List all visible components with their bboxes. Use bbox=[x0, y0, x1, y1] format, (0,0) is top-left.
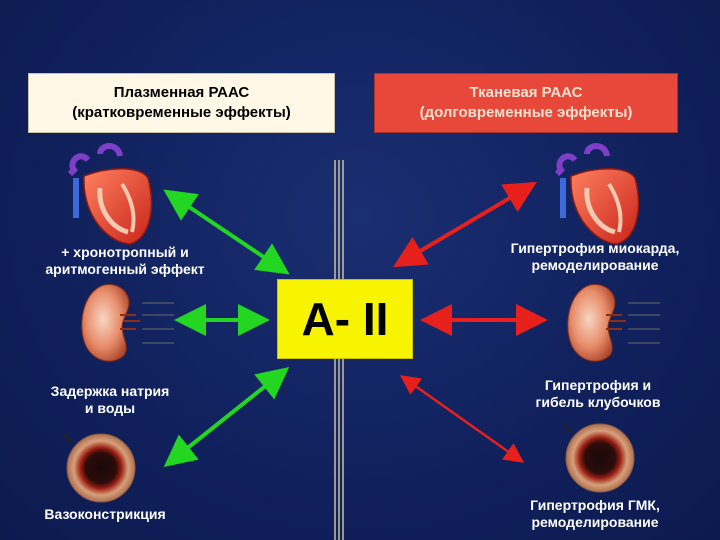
right-kidney-label: Гипертрофия и гибель клубочков bbox=[508, 377, 688, 411]
plasma-raas-subtitle: (кратковременные эффекты) bbox=[72, 104, 291, 121]
arrow-right-heart bbox=[393, 181, 537, 268]
arrow-left-heart bbox=[163, 189, 290, 275]
right-heart-label: Гипертрофия миокарда, ремоделирование bbox=[480, 240, 710, 274]
left-vessel-label-line1: Вазоконстрикция bbox=[44, 506, 166, 522]
vessel-icon bbox=[63, 433, 136, 503]
right-kidney-label-line2: гибель клубочков bbox=[535, 394, 661, 410]
kidney-icon bbox=[81, 284, 174, 362]
angiotensin-ii-label: A- II bbox=[301, 293, 389, 345]
left-heart-label: + хронотропный и аритмогенный эффект bbox=[30, 244, 220, 278]
right-heart-label-line1: Гипертрофия миокарда, bbox=[510, 240, 680, 256]
left-kidney-label-line1: Задержка натрия bbox=[50, 383, 170, 399]
vessel-icon bbox=[563, 423, 635, 493]
left-heart-label-line1: + хронотропный и bbox=[61, 244, 189, 260]
tissue-raas-box: Тканевая РААС (долговременные эффекты) bbox=[374, 73, 678, 133]
tissue-raas-title: Тканевая РААС bbox=[469, 84, 583, 101]
arrow-right-vessel bbox=[399, 375, 525, 463]
tissue-raas-subtitle: (долговременные эффекты) bbox=[419, 104, 633, 121]
heart-icon bbox=[67, 143, 153, 245]
arrow-left-vessel bbox=[163, 367, 290, 467]
left-kidney-label: Задержка натрия и воды bbox=[30, 383, 190, 417]
left-vessel-label: Вазоконстрикция bbox=[30, 506, 180, 523]
right-kidney-label-line1: Гипертрофия и bbox=[544, 377, 652, 393]
angiotensin-ii-box: A- II bbox=[277, 279, 413, 359]
left-kidney-label-line2: и воды bbox=[84, 400, 136, 416]
right-heart-label-line2: ремоделирование bbox=[531, 257, 659, 273]
plasma-raas-box: Плазменная РААС (кратковременные эффекты… bbox=[28, 73, 335, 133]
left-heart-label-line2: аритмогенный эффект bbox=[45, 261, 205, 277]
plasma-raas-title: Плазменная РААС bbox=[113, 84, 250, 101]
heart-icon bbox=[554, 143, 640, 245]
right-vessel-label-line1: Гипертрофия ГМК, bbox=[530, 497, 660, 513]
right-vessel-label: Гипертрофия ГМК, ремоделирование bbox=[500, 497, 690, 531]
right-vessel-label-line2: ремоделирование bbox=[531, 514, 659, 530]
kidney-icon bbox=[567, 284, 660, 362]
